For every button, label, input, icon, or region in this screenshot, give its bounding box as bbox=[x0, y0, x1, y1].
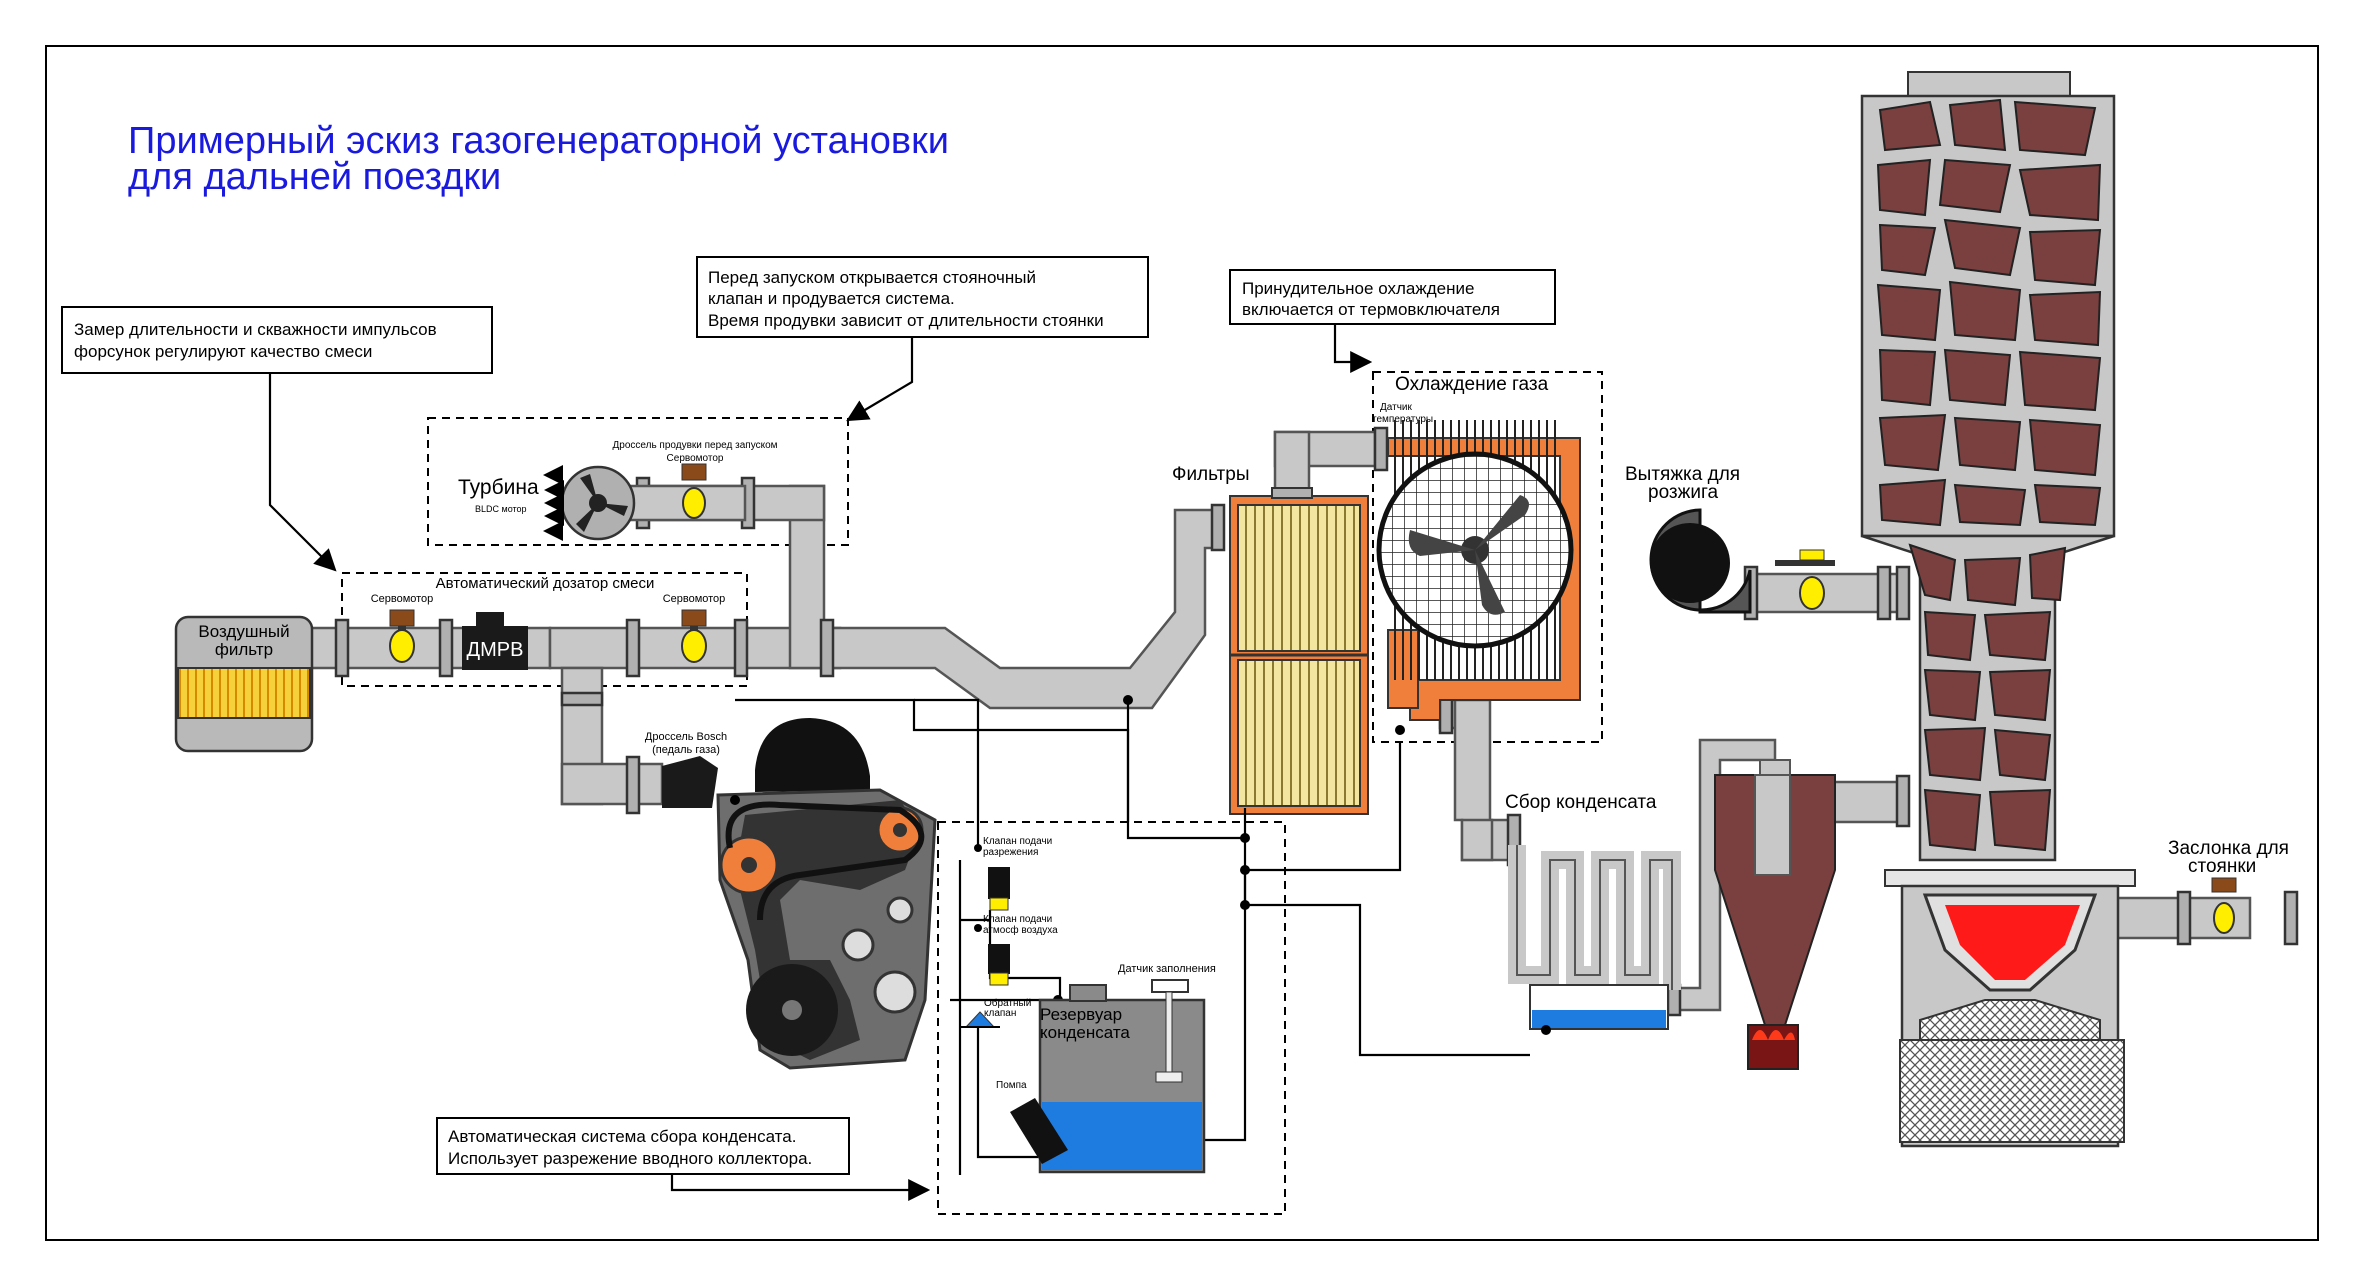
condensate-group-box bbox=[937, 821, 1286, 1215]
note-cooling-arrow bbox=[1333, 324, 1373, 373]
svg-text:Принудительное охлаждение: Принудительное охлаждение bbox=[1242, 279, 1474, 298]
purge-valve bbox=[681, 463, 707, 519]
svg-text:Перед запуском открывается сто: Перед запуском открывается стояночный bbox=[708, 268, 1036, 287]
turbine-label: Турбина bbox=[458, 476, 539, 499]
cooling-group-box bbox=[1372, 371, 1603, 743]
svg-text:Замер длительности и скважност: Замер длительности и скважности импульсо… bbox=[74, 320, 437, 339]
air-filter-label-1: Воздушный bbox=[198, 622, 289, 641]
turbine bbox=[560, 465, 636, 541]
turbine-exhaust-arrows bbox=[543, 465, 564, 541]
dispenser-valve-1: Сервомотор bbox=[371, 593, 434, 663]
purge-throttle-label: Дроссель продувки перед запуском bbox=[612, 440, 777, 451]
svg-text:разрежения: разрежения bbox=[983, 847, 1038, 858]
condensate-collect-label: Сбор конденсата bbox=[1505, 792, 1657, 813]
dispenser-group-box bbox=[341, 572, 748, 687]
svg-text:Дроссель Bosch: Дроссель Bosch bbox=[645, 731, 727, 743]
dmrv-label: ДМРВ bbox=[467, 639, 524, 661]
condensate-collector bbox=[1508, 845, 1681, 1035]
svg-text:Время продувки зависит от длит: Время продувки зависит от длительности с… bbox=[708, 311, 1104, 330]
dmrv-sensor: ДМРВ bbox=[462, 612, 528, 670]
bldc-label: BLDC мотор bbox=[475, 504, 527, 514]
svg-text:Резервуар: Резервуар bbox=[1040, 1005, 1122, 1024]
air-filter-label-2: фильтр bbox=[215, 640, 273, 659]
svg-text:(педаль газа): (педаль газа) bbox=[652, 744, 720, 756]
svg-text:Клапан подачи: Клапан подачи bbox=[983, 836, 1052, 847]
exhaust-fan bbox=[1649, 508, 1752, 614]
cyclone bbox=[1714, 759, 1836, 1070]
svg-text:атмосф воздуха: атмосф воздуха bbox=[983, 924, 1058, 936]
svg-text:Помпа: Помпа bbox=[996, 1080, 1027, 1091]
svg-text:Клапан подачи: Клапан подачи bbox=[983, 914, 1052, 925]
parking-damper-valve bbox=[2211, 877, 2237, 934]
note-cooling: Принудительное охлаждение включается от … bbox=[1229, 269, 1556, 325]
svg-text:Обратный: Обратный bbox=[984, 997, 1031, 1009]
gas-cooler bbox=[1376, 420, 1581, 721]
svg-text:Использует разрежение вводного: Использует разрежение вводного коллектор… bbox=[448, 1149, 812, 1168]
signal-lines bbox=[735, 698, 1530, 1175]
exhaust-label-1: Вытяжка для bbox=[1625, 464, 1740, 485]
gas-cooling-label: Охлаждение газа bbox=[1395, 374, 1549, 395]
frame bbox=[45, 45, 2319, 1241]
svg-text:Сервомотор: Сервомотор bbox=[663, 593, 726, 605]
temp-sensor-label-1: Датчик bbox=[1380, 402, 1412, 413]
note-mixture: Замер длительности и скважности импульсо… bbox=[61, 306, 493, 374]
note-purge: Перед запуском открывается стояночный кл… bbox=[696, 256, 1149, 338]
svg-text:клапан: клапан bbox=[984, 1008, 1016, 1019]
air-filter: Воздушный фильтр bbox=[174, 615, 314, 753]
purge-group-box bbox=[427, 417, 849, 546]
svg-text:конденсата: конденсата bbox=[1040, 1023, 1130, 1042]
svg-text:Автоматическая система сбора к: Автоматическая система сбора конденсата. bbox=[448, 1127, 796, 1146]
auto-dispenser-label: Автоматический дозатор смеси bbox=[436, 575, 655, 592]
note-condensate-arrow bbox=[670, 1174, 931, 1201]
title-line-2: для дальней поездки bbox=[128, 156, 501, 198]
purge-servo-label: Сервомотор bbox=[667, 453, 724, 464]
gasifier-fuel-rocks bbox=[1876, 98, 2102, 852]
filters-label: Фильтры bbox=[1172, 464, 1249, 485]
atm-valve: Клапан подачи атмосф воздуха bbox=[983, 914, 1058, 986]
svg-text:форсунок регулируют качество с: форсунок регулируют качество смеси bbox=[74, 342, 372, 361]
note-condensate-system: Автоматическая система сбора конденсата.… bbox=[436, 1117, 850, 1175]
note-purge-arrow bbox=[846, 337, 914, 422]
svg-text:Сервомотор: Сервомотор bbox=[371, 593, 434, 605]
exhaust-label-2: розжига bbox=[1648, 482, 1718, 503]
exhaust-valve bbox=[1775, 549, 1835, 610]
title-line-1: Примерный эскиз газогенераторной установ… bbox=[128, 120, 949, 162]
gas-filters bbox=[1229, 487, 1369, 815]
pump: Помпа bbox=[996, 1080, 1068, 1164]
parking-damper-label-2: стоянки bbox=[2188, 856, 2256, 877]
vacuum-valve: Клапан подачи разрежения bbox=[983, 836, 1052, 911]
parking-damper-label-1: Заслонка для bbox=[2168, 838, 2289, 859]
svg-text:включается от термовключателя: включается от термовключателя bbox=[1242, 300, 1500, 319]
fill-sensor-label: Датчик заполнения bbox=[1118, 963, 1216, 975]
engine bbox=[716, 718, 937, 1070]
dispenser-valve-2: Сервомотор bbox=[663, 593, 726, 663]
note-mixture-arrow bbox=[268, 373, 337, 572]
condensate-reservoir: Резервуар конденсата Датчик заполнения bbox=[1038, 963, 1216, 1174]
bosch-throttle: Дроссель Bosch (педаль газа) bbox=[645, 731, 727, 808]
svg-text:клапан и продувается система.: клапан и продувается система. bbox=[708, 289, 955, 308]
temp-sensor-label-2: температуры bbox=[1372, 414, 1433, 425]
check-valve: Обратный клапан bbox=[960, 997, 1031, 1028]
